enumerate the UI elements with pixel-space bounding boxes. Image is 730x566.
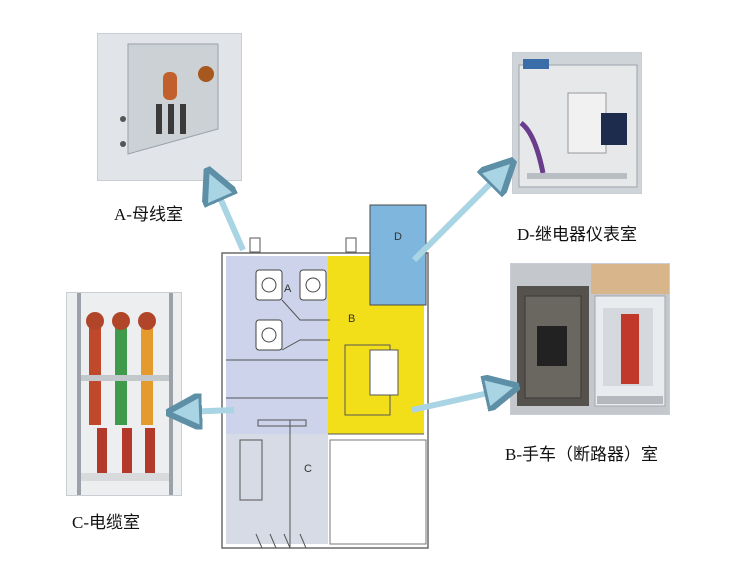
- lifting-lug-left: [249, 237, 261, 253]
- arrow-to-relay: [411, 172, 502, 263]
- zone-label-d: D: [394, 231, 402, 243]
- internal-structure: [226, 299, 424, 549]
- breaker-caption: B-手车（断路器）室: [505, 445, 658, 464]
- relay-photo-art: [513, 53, 641, 193]
- busbar-compartment-photo: [97, 33, 242, 181]
- relay-caption: D-继电器仪表室: [517, 225, 637, 244]
- lower-right-compartment: [329, 439, 427, 545]
- cable-compartment-photo: [66, 292, 182, 496]
- arrow-to-cable: [184, 410, 235, 412]
- arrow-to-busbar: [214, 184, 246, 252]
- zone-label-c: C: [304, 463, 312, 475]
- busbar-insulators: [255, 269, 327, 351]
- busbar-caption: A-母线室: [114, 205, 183, 224]
- lifting-lug-right: [345, 237, 357, 253]
- zone-label-a: A: [284, 283, 292, 295]
- arrow-group: [184, 172, 502, 412]
- busbar-photo-art: [98, 34, 241, 180]
- relay-room-photo: [512, 52, 642, 194]
- zone-label-b: B: [348, 313, 355, 325]
- cable-caption: C-电缆室: [72, 513, 140, 532]
- breaker-room-photo: [510, 263, 670, 415]
- breaker-photo-art: [511, 264, 669, 414]
- arrow-to-breaker: [411, 390, 502, 413]
- cable-zone: [226, 434, 328, 544]
